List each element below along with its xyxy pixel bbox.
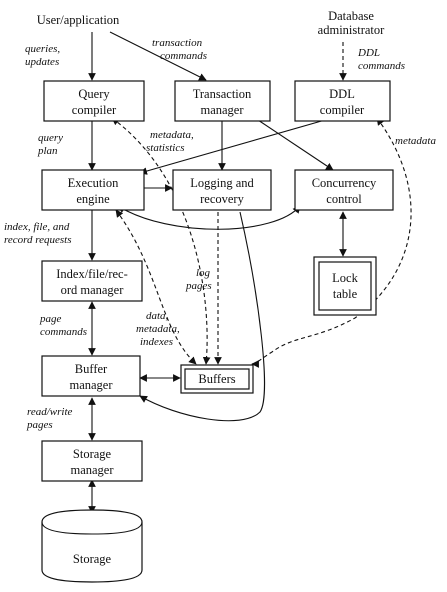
svg-text:commands: commands xyxy=(40,326,87,338)
svg-text:Index/file/rec-: Index/file/rec- xyxy=(56,267,127,281)
svg-text:Buffers: Buffers xyxy=(198,372,235,386)
svg-text:pages: pages xyxy=(185,280,212,292)
svg-text:engine: engine xyxy=(76,192,110,206)
svg-text:query: query xyxy=(38,132,63,144)
label-index-record-requests: index, file, and record requests xyxy=(4,221,72,246)
buffers-box: Buffers xyxy=(180,364,254,394)
svg-text:table: table xyxy=(333,287,358,301)
lock-table-box: Lock table xyxy=(313,256,377,316)
index-file-record-manager-box: Index/file/rec- ord manager xyxy=(41,260,143,302)
label-transaction-commands: transaction commands xyxy=(152,37,207,62)
svg-text:data,: data, xyxy=(146,310,169,322)
svg-text:DDL: DDL xyxy=(329,87,355,101)
label-metadata-statistics: metadata, statistics xyxy=(146,129,194,154)
svg-text:plan: plan xyxy=(37,145,58,157)
database-administrator-label-line2: administrator xyxy=(318,23,385,37)
svg-text:manager: manager xyxy=(69,378,113,392)
svg-text:manager: manager xyxy=(200,103,244,117)
svg-text:indexes: indexes xyxy=(140,336,173,348)
logging-recovery-box: Logging and recovery xyxy=(172,169,272,211)
label-ddl-commands: DDL commands xyxy=(357,47,405,72)
svg-text:manager: manager xyxy=(70,463,114,477)
svg-text:page: page xyxy=(39,313,62,325)
svg-text:Logging and: Logging and xyxy=(190,176,254,190)
svg-text:Concurrency: Concurrency xyxy=(312,176,377,190)
svg-text:recovery: recovery xyxy=(200,192,244,206)
svg-text:updates: updates xyxy=(25,56,59,68)
svg-text:queries,: queries, xyxy=(25,43,60,55)
label-metadata: metadata xyxy=(395,135,436,147)
edge-user-to-transaction-manager xyxy=(109,31,207,81)
edge-transaction-manager-to-concurrency xyxy=(257,119,334,171)
svg-text:compiler: compiler xyxy=(72,103,117,117)
label-data-metadata-indexes: data, metadata, indexes xyxy=(136,310,180,348)
svg-text:control: control xyxy=(326,192,362,206)
svg-text:Execution: Execution xyxy=(68,176,119,190)
edge-ddl-buffers-metadata xyxy=(251,117,412,368)
svg-text:metadata: metadata xyxy=(395,135,436,147)
database-administrator-label-line1: Database xyxy=(328,9,374,23)
label-page-commands: page commands xyxy=(39,313,87,338)
svg-text:read/write: read/write xyxy=(27,406,73,418)
execution-engine-box: Execution engine xyxy=(41,169,145,211)
svg-text:metadata,: metadata, xyxy=(150,129,194,141)
svg-text:statistics: statistics xyxy=(146,142,185,154)
edges xyxy=(88,31,412,514)
svg-text:Lock: Lock xyxy=(332,271,358,285)
query-compiler-box: Query compiler xyxy=(43,80,145,122)
label-read-write-pages: read/write pages xyxy=(26,406,73,431)
svg-text:log: log xyxy=(196,267,211,279)
svg-text:metadata,: metadata, xyxy=(136,323,180,335)
svg-text:Buffer: Buffer xyxy=(75,362,108,376)
buffer-manager-box: Buffer manager xyxy=(41,355,141,397)
label-query-plan: query plan xyxy=(37,132,63,157)
svg-text:Transaction: Transaction xyxy=(193,87,252,101)
svg-text:transaction: transaction xyxy=(152,37,203,49)
svg-text:pages: pages xyxy=(26,419,53,431)
svg-text:Query: Query xyxy=(78,87,110,101)
svg-text:Storage: Storage xyxy=(73,552,112,566)
storage-manager-box: Storage manager xyxy=(41,440,143,482)
label-queries-updates: queries, updates xyxy=(25,43,60,68)
user-application-label: User/application xyxy=(37,13,120,27)
svg-text:DDL: DDL xyxy=(357,47,380,59)
transaction-manager-box: Transaction manager xyxy=(174,80,271,122)
label-log-pages: log pages xyxy=(185,267,212,292)
svg-text:compiler: compiler xyxy=(320,103,365,117)
svg-text:commands: commands xyxy=(358,60,405,72)
ddl-compiler-box: DDL compiler xyxy=(294,80,391,122)
edge-query-compiler-buffers-metadata xyxy=(111,117,211,365)
svg-text:commands: commands xyxy=(160,50,207,62)
svg-text:Storage: Storage xyxy=(73,447,112,461)
concurrency-control-box: Concurrency control xyxy=(294,169,394,211)
svg-text:index, file, and: index, file, and xyxy=(4,221,70,233)
svg-text:record requests: record requests xyxy=(4,234,72,246)
svg-text:ord manager: ord manager xyxy=(61,283,125,297)
storage-cylinder: Storage xyxy=(41,509,143,583)
